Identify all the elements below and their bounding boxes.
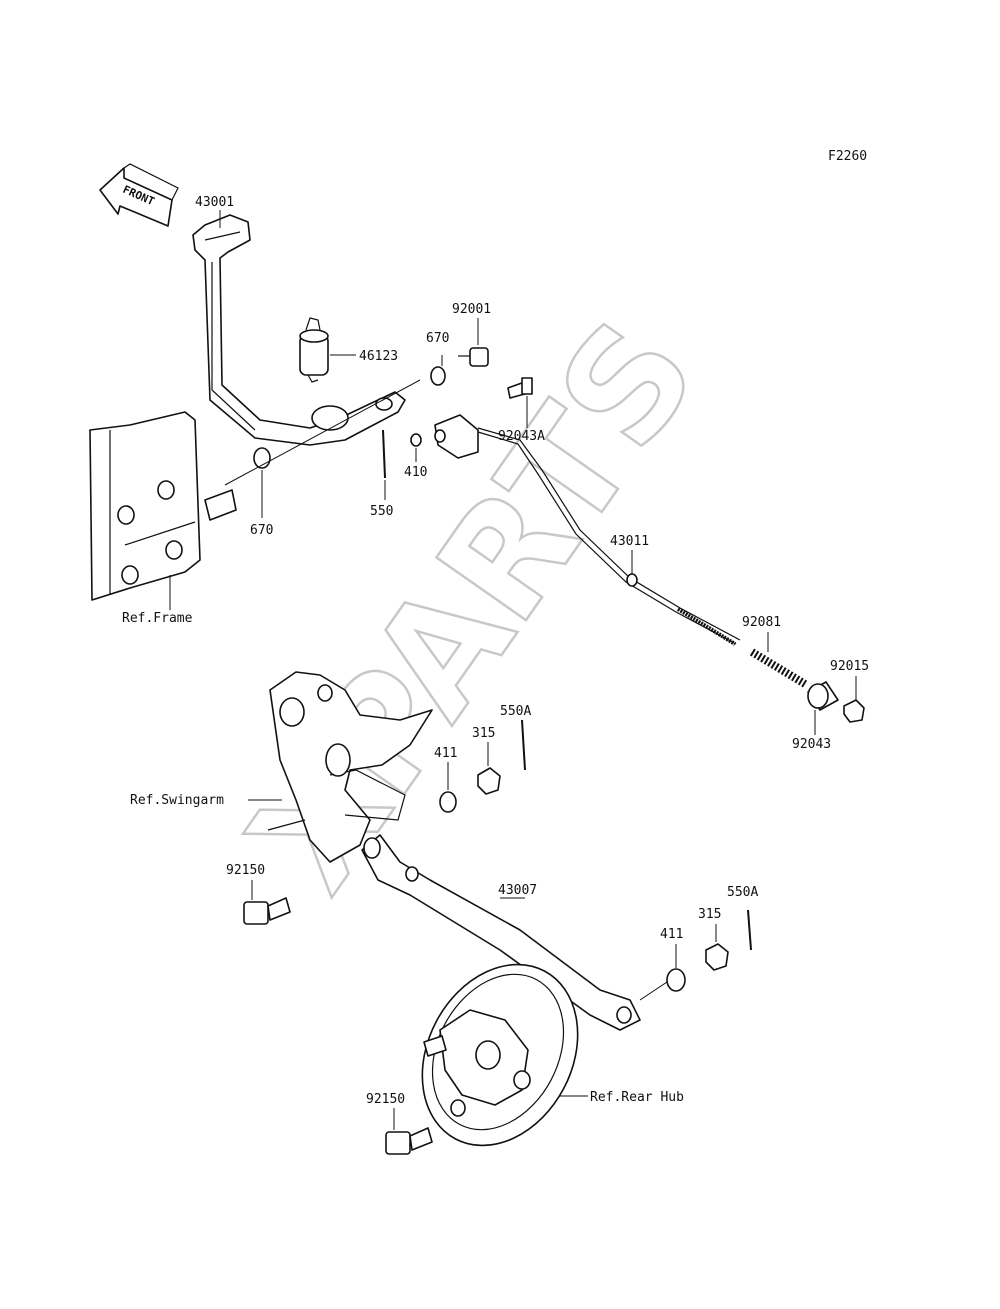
frame-part <box>89 411 237 601</box>
brake-rod-part <box>434 414 741 646</box>
brake-pedal-part <box>192 214 406 446</box>
washer-670-upper <box>430 366 446 386</box>
label-550A-upper: 550A <box>500 704 531 719</box>
washer-411-upper <box>439 791 457 813</box>
label-43007: 43007 <box>498 883 537 898</box>
cotter-pin-550a-lower <box>747 909 752 951</box>
cotter-pin-550 <box>382 429 386 479</box>
washer-411-lower <box>666 968 686 992</box>
label-43011: 43011 <box>610 534 649 549</box>
nut-315-upper <box>477 767 501 795</box>
label-92043A: 92043A <box>498 429 545 444</box>
figure-code: F2260 <box>828 149 867 164</box>
torque-link-part <box>361 834 641 1031</box>
bolt-92150-upper-part <box>243 897 291 925</box>
spring-part <box>299 317 329 383</box>
label-92043: 92043 <box>792 737 831 752</box>
label-410: 410 <box>404 465 427 480</box>
label-550: 550 <box>370 504 393 519</box>
label-670-upper: 670 <box>426 331 449 346</box>
ref-rear-hub-label: Ref.Rear Hub <box>590 1090 684 1105</box>
brake-panel-part <box>421 963 579 1147</box>
label-92150-upper: 92150 <box>226 863 265 878</box>
nut-315-lower <box>705 943 729 971</box>
cotter-pin-550a-upper <box>521 719 526 771</box>
watermark: XPARTS <box>217 291 731 921</box>
swingarm-part <box>267 671 433 863</box>
front-arrow-icon: FRONT <box>99 163 179 227</box>
label-550A-lower: 550A <box>727 885 758 900</box>
ref-frame-label: Ref.Frame <box>122 611 193 626</box>
spring-92081-part <box>749 648 808 688</box>
label-315-upper: 315 <box>472 726 495 741</box>
label-92015: 92015 <box>830 659 869 674</box>
washer-410 <box>410 433 422 447</box>
label-43001: 43001 <box>195 195 234 210</box>
nut-92015-part <box>843 699 865 723</box>
label-92150-lower: 92150 <box>366 1092 405 1107</box>
label-46123: 46123 <box>359 349 398 364</box>
label-411-lower: 411 <box>660 927 683 942</box>
bolt-92150-lower-part <box>385 1127 433 1155</box>
joint-92043-part <box>807 681 839 711</box>
label-92081: 92081 <box>742 615 781 630</box>
label-92001: 92001 <box>452 302 491 317</box>
label-670-lower: 670 <box>250 523 273 538</box>
label-411-upper: 411 <box>434 746 457 761</box>
bolt-92001-part <box>458 347 489 367</box>
ref-swingarm-label: Ref.Swingarm <box>130 793 224 808</box>
label-315-lower: 315 <box>698 907 721 922</box>
pin-92043a-part <box>507 377 533 399</box>
